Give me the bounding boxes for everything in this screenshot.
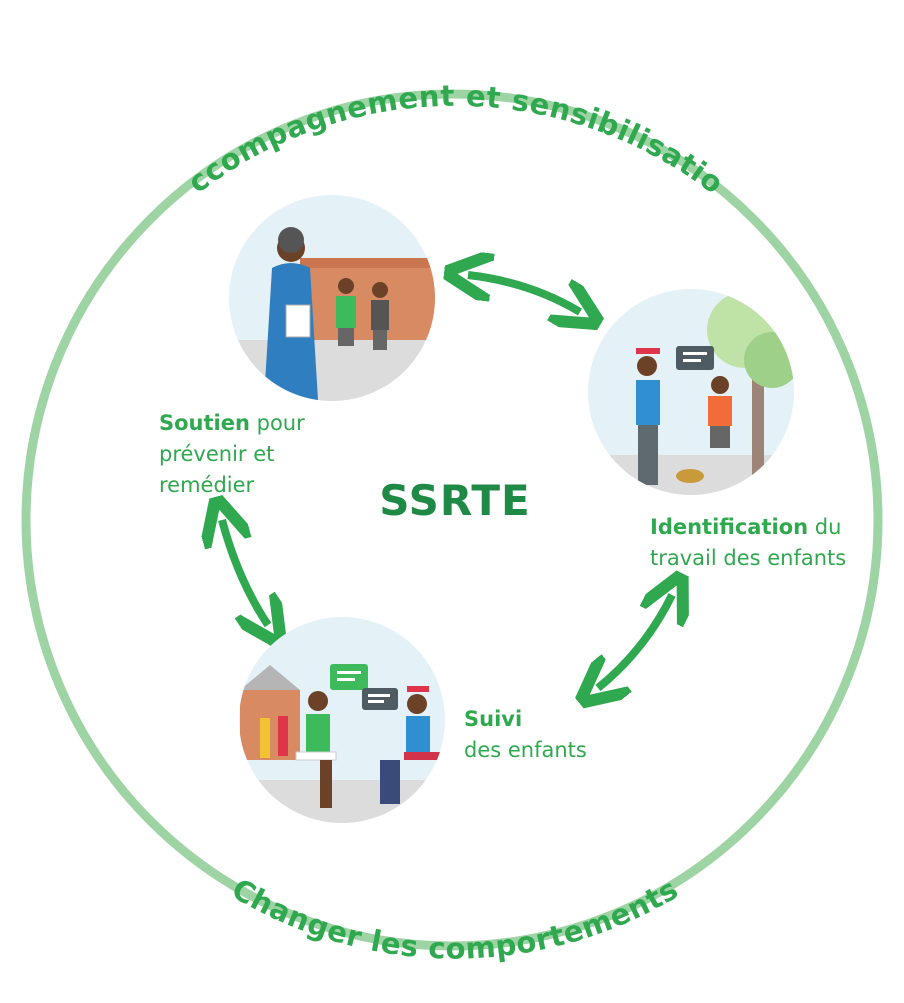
label-suivi: Suivi des enfants xyxy=(464,704,587,766)
label-soutien-bold: Soutien xyxy=(159,411,250,435)
double-arrow-icon xyxy=(222,520,268,625)
double-arrow-icon xyxy=(598,595,672,688)
label-suivi-line2: des enfants xyxy=(464,738,587,762)
speech-bubble-icon xyxy=(676,346,714,370)
label-identification-bold: Identification xyxy=(650,515,809,539)
label-soutien-line2: prévenir et xyxy=(159,442,275,466)
outer-ring-top-text: Accompagnement et sensibilisation xyxy=(0,0,730,201)
label-soutien: Soutien pour prévenir et remédier xyxy=(159,408,305,501)
double-arrow-icon xyxy=(468,275,580,312)
label-identification: Identification du travail des enfants xyxy=(650,512,846,574)
suivi-illustration xyxy=(239,617,445,823)
speech-bubble-icon xyxy=(362,688,398,710)
soutien-illustration xyxy=(229,195,435,401)
label-identification-line2: travail des enfants xyxy=(650,546,847,570)
outer-ring-bottom-text: Changer les comportements xyxy=(226,872,684,966)
label-soutien-line3: remédier xyxy=(159,473,255,497)
label-identification-rest: du xyxy=(808,515,842,539)
identification-illustration xyxy=(588,289,794,495)
speech-bubble-icon xyxy=(330,664,368,690)
outer-ring xyxy=(21,89,883,951)
label-soutien-rest: pour xyxy=(249,411,305,435)
label-suivi-bold: Suivi xyxy=(464,707,523,731)
center-title: SSRTE xyxy=(379,476,531,525)
